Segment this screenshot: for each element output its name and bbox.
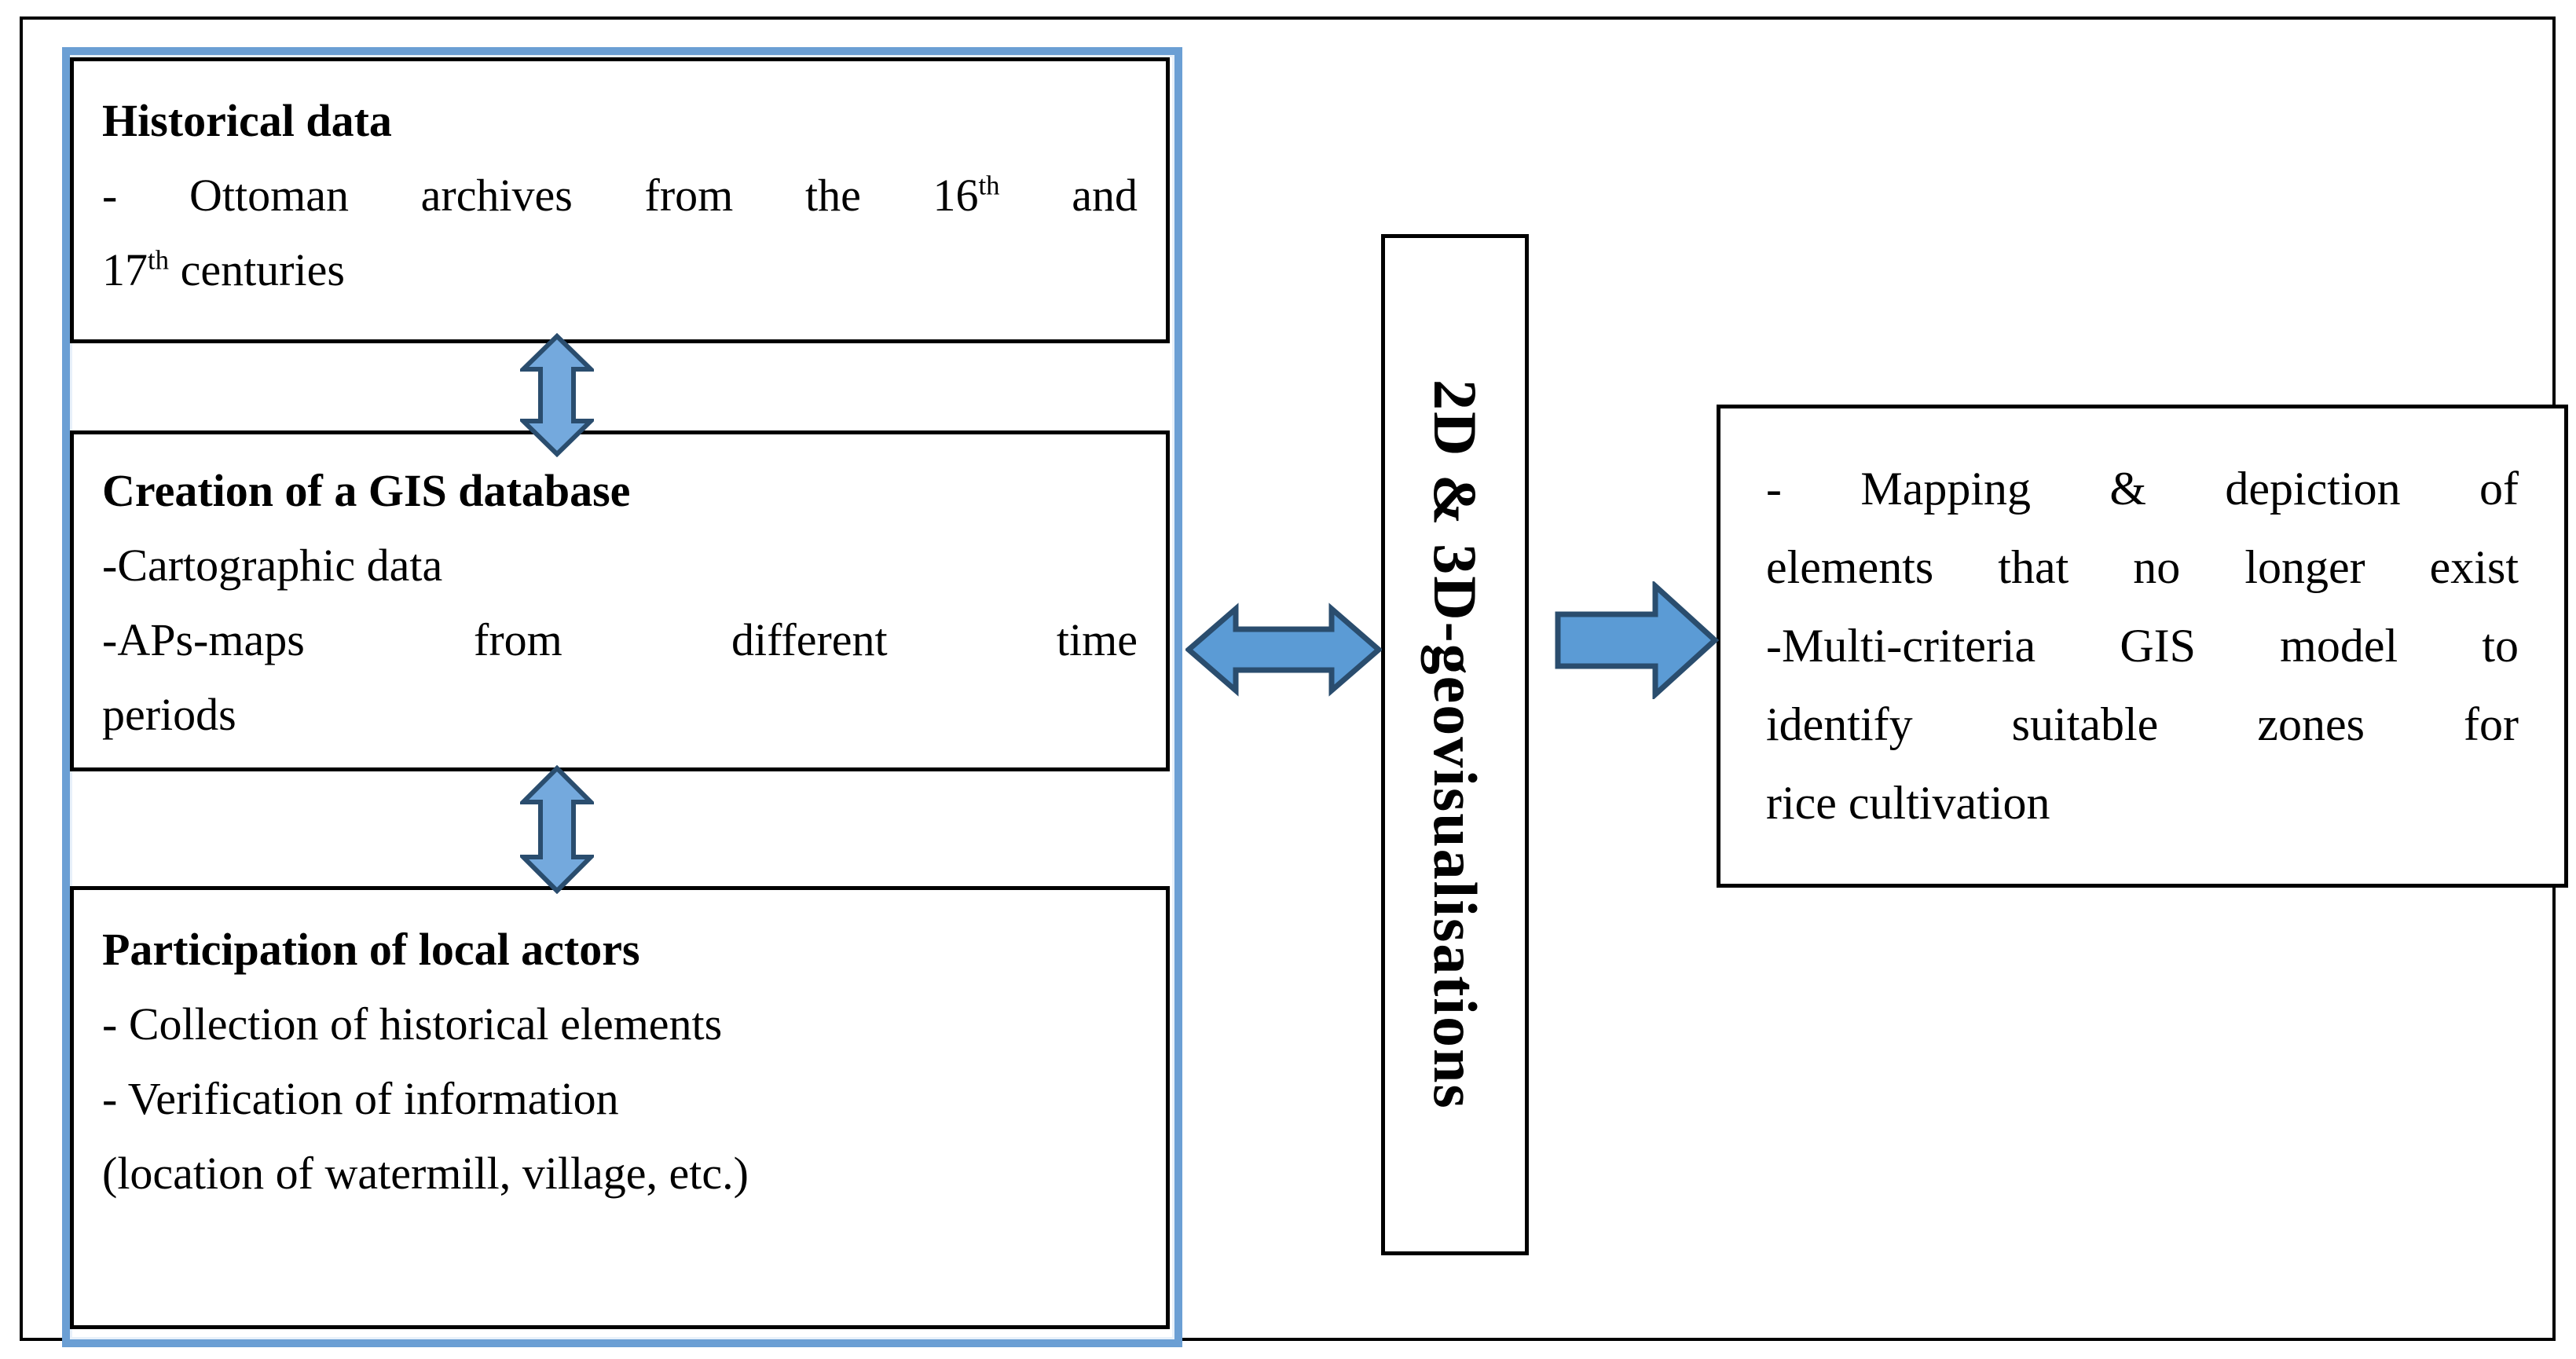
- gis-database-box: Creation of a GIS database -Cartographic…: [70, 430, 1170, 771]
- output-line-2: elements that no longer exist: [1766, 541, 2519, 593]
- historical-data-box: Historical data - Ottoman archives from …: [70, 57, 1170, 343]
- gis-database-line-2: -APs-maps from different time: [102, 614, 1138, 665]
- gis-database-line-1: -Cartographic data: [102, 540, 443, 591]
- output-line-5: rice cultivation: [1766, 777, 2050, 829]
- figure-border: Historical data - Ottoman archives from …: [20, 16, 2568, 1347]
- output-line-3: -Multi-criteria GIS model to: [1766, 620, 2519, 672]
- output-results-box: - Mapping & depiction of elements that n…: [1717, 405, 2568, 888]
- local-actors-line-1: - Collection of historical elements: [102, 998, 723, 1049]
- up-down-arrow-icon: [520, 765, 594, 894]
- local-actors-title: Participation of local actors: [102, 924, 640, 975]
- historical-data-line-2: 17th centuries: [102, 244, 345, 295]
- local-actors-box: Participation of local actors - Collecti…: [70, 886, 1170, 1329]
- superscript-th: th: [978, 170, 1000, 201]
- geovisualisation-label: 2D & 3D-geovisualisations: [1421, 379, 1490, 1110]
- output-line-1: - Mapping & depiction of: [1766, 463, 2519, 515]
- superscript-th: th: [148, 244, 170, 276]
- local-actors-line-3: (location of watermill, village, etc.): [102, 1148, 749, 1199]
- up-down-arrow-icon: [520, 333, 594, 457]
- gis-database-title: Creation of a GIS database: [102, 465, 631, 516]
- historical-data-title: Historical data: [102, 95, 392, 146]
- geovisualisation-box: 2D & 3D-geovisualisations: [1381, 234, 1529, 1255]
- gis-database-line-3: periods: [102, 689, 236, 740]
- left-right-arrow-icon: [1185, 601, 1382, 698]
- right-arrow-icon: [1553, 581, 1720, 699]
- output-line-4: identify suitable zones for: [1766, 698, 2519, 750]
- local-actors-line-2: - Verification of information: [102, 1073, 619, 1124]
- historical-data-line-1: - Ottoman archives from the 16th and: [102, 170, 1138, 221]
